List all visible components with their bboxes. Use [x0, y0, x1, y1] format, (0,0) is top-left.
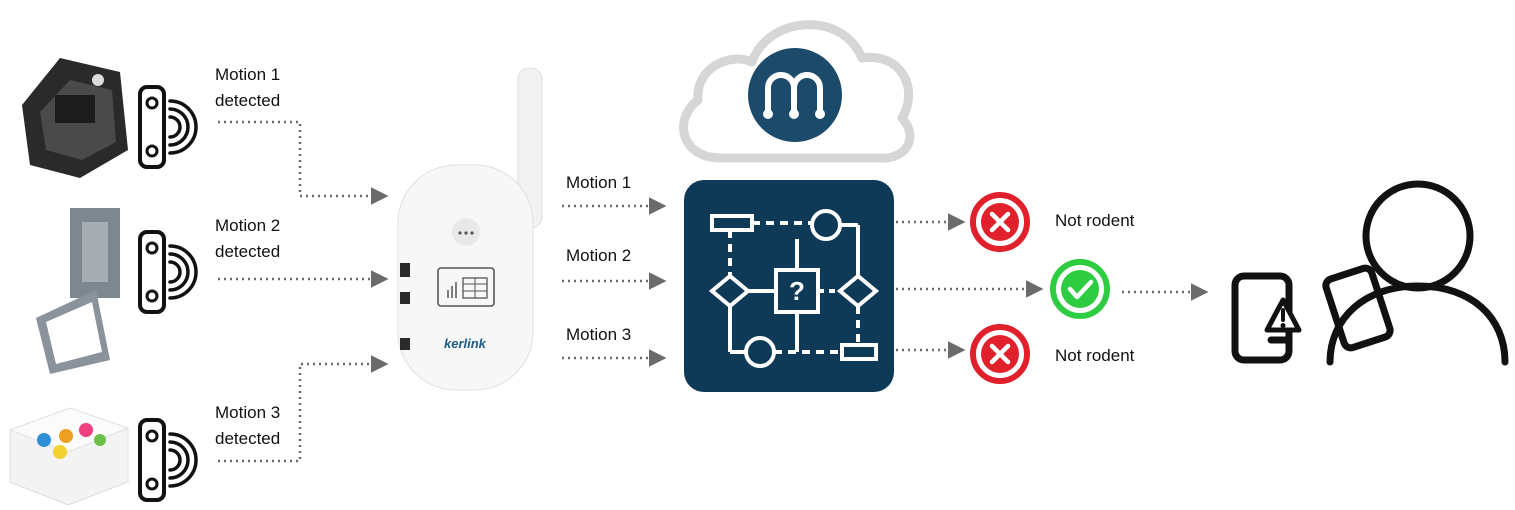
outcome-label-1: Not rodent [1055, 211, 1135, 230]
gateway-device: kerlink [397, 67, 543, 391]
cloud-icon [679, 20, 915, 163]
sensor-3-label-line2: detected [215, 429, 280, 448]
sensor-2-label-line2: detected [215, 242, 280, 261]
sensor-2-label-line1: Motion 2 [215, 216, 280, 235]
sensor-1-label-line2: detected [215, 91, 280, 110]
uplink-label-3: Motion 3 [566, 325, 631, 344]
motion-sensor-icon [138, 418, 198, 502]
sensor-1-label-line1: Motion 1 [215, 65, 280, 84]
motion-sensor-icon [138, 85, 198, 169]
user-alert-icon [1231, 180, 1509, 366]
x-circle-icon [970, 324, 1030, 384]
uplink-label-1: Motion 1 [566, 173, 631, 192]
svg-text:?: ? [789, 276, 805, 306]
flowchart-icon: ? [684, 180, 894, 392]
sensor-box-white [8, 407, 130, 506]
check-circle-icon [1050, 259, 1110, 319]
bait-station-grey-open [36, 208, 120, 374]
motion-sensor-icon [138, 230, 198, 314]
uplink-label-2: Motion 2 [566, 246, 631, 265]
outcome-label-3: Not rodent [1055, 346, 1135, 365]
x-circle-icon [970, 192, 1030, 252]
sensor-3-label-line1: Motion 3 [215, 403, 280, 422]
gateway-brand-logo: kerlink [444, 336, 487, 351]
bait-station-black [22, 58, 128, 178]
connector-sensor-1 [218, 120, 389, 205]
